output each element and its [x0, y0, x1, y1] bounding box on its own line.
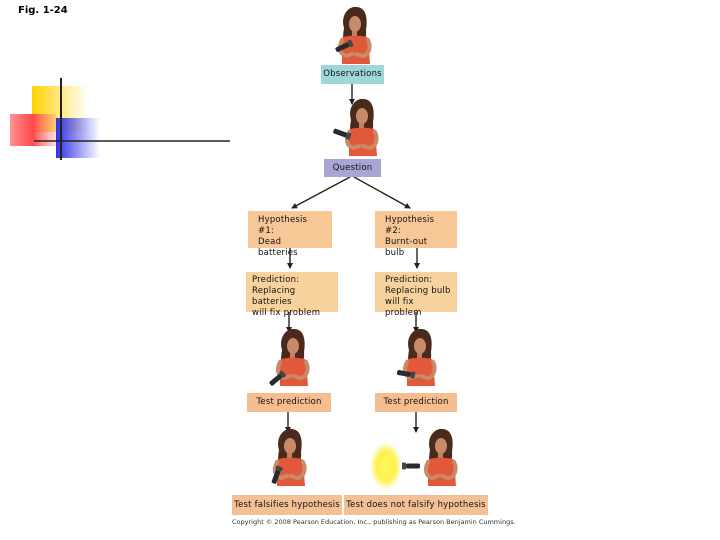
prediction-1-box: Prediction: Replacing batteries will fix…: [246, 272, 338, 318]
observations-label: Observations: [323, 69, 382, 79]
hypothesis-2-text: Burnt-out bulb: [385, 237, 428, 258]
result-falsifies-label: Test falsifies hypothesis: [234, 499, 340, 510]
test-prediction-1-label: Test prediction: [256, 397, 322, 407]
person-not-falsified-result-illustration: [402, 426, 458, 488]
person-questioning-illustration: [332, 96, 379, 158]
prediction-2-box: Prediction: Replacing bulb will fix prob…: [375, 272, 457, 318]
prediction-1-line3: will fix problem: [252, 308, 321, 318]
arrow-question-to-hypothesis-2: [353, 176, 411, 209]
hypothesis-1-text: Dead batteries: [258, 237, 298, 258]
person-observing-illustration: [334, 4, 372, 66]
result-falsifies-box: Test falsifies hypothesis: [232, 495, 342, 515]
person-falsified-result-illustration: [270, 426, 307, 488]
copyright-notice: Copyright © 2008 Pearson Education, Inc.…: [232, 518, 516, 526]
test-prediction-2-label: Test prediction: [383, 397, 449, 407]
person-testing-batteries-illustration: [268, 326, 310, 388]
observations-box: Observations: [321, 65, 384, 84]
prediction-1-title: Prediction:: [252, 275, 300, 285]
prediction-2-line2: Replacing bulb: [385, 286, 451, 296]
prediction-2-line3: will fix problem: [385, 297, 422, 318]
hypothesis-2-box: Hypothesis #2: Burnt-out bulb: [375, 211, 457, 258]
prediction-1-line2: Replacing batteries: [252, 286, 296, 307]
hypothesis-1-box: Hypothesis #1: Dead batteries: [248, 211, 332, 258]
question-box: Question: [324, 159, 381, 177]
person-testing-bulb-illustration: [396, 326, 437, 388]
hypothesis-1-title: Hypothesis #1:: [258, 215, 308, 236]
deco-blue-square: [56, 118, 100, 158]
prediction-2-title: Prediction:: [385, 275, 433, 285]
question-label: Question: [332, 162, 373, 173]
figure-label: Fig. 1-24: [18, 5, 68, 16]
test-prediction-2-box: Test prediction: [375, 393, 457, 412]
hypothesis-2-title: Hypothesis #2:: [385, 215, 435, 236]
result-not-falsify-box: Test does not falsify hypothesis: [344, 495, 488, 515]
flashlight-glow: [370, 442, 402, 490]
result-not-falsify-label: Test does not falsify hypothesis: [346, 499, 486, 510]
arrow-question-to-hypothesis-1: [291, 176, 351, 209]
test-prediction-1-box: Test prediction: [247, 393, 331, 412]
